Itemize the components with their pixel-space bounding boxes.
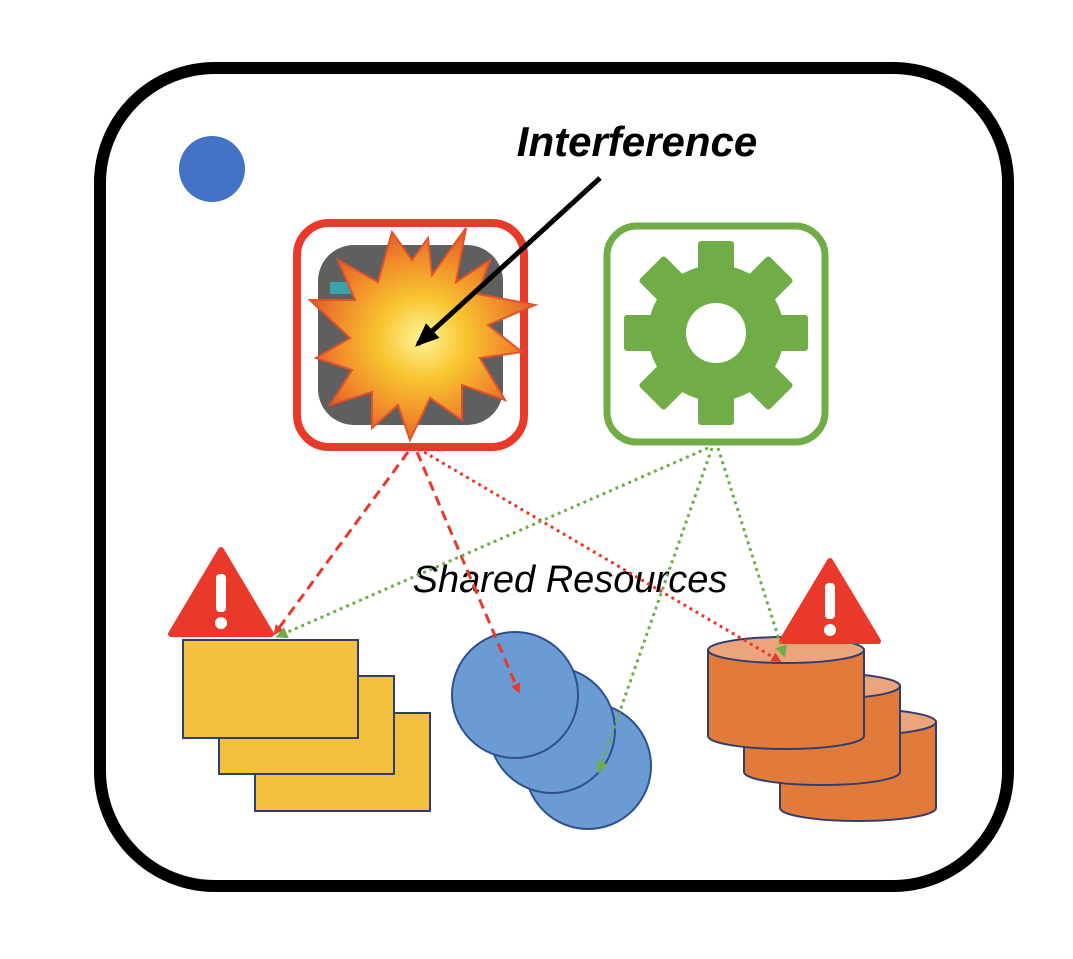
- green-arrow-to-pages: [275, 446, 709, 639]
- red-access-arrows: [273, 450, 782, 694]
- red-arrow-to-storage: [423, 450, 782, 663]
- red-arrow-to-cache: [415, 451, 521, 694]
- red-arrow-to-pages: [273, 451, 410, 636]
- gear-icon: [624, 241, 808, 425]
- green-arrow-to-storage: [716, 447, 787, 658]
- healthy-app: [603, 222, 829, 446]
- green-access-arrows: [275, 446, 787, 774]
- interference-arrow: [415, 176, 602, 347]
- status-dot: [179, 136, 245, 202]
- interference-label: Interference: [517, 118, 757, 165]
- interfered-app: [293, 219, 539, 451]
- warning-icon: [779, 558, 881, 644]
- green-arrow-to-cache: [596, 447, 714, 774]
- shared-resources-label: Shared Resources: [413, 559, 728, 601]
- cache-blocks-stack: [451, 631, 652, 830]
- warning-icon: [168, 547, 274, 637]
- memory-pages-stack: [182, 639, 431, 812]
